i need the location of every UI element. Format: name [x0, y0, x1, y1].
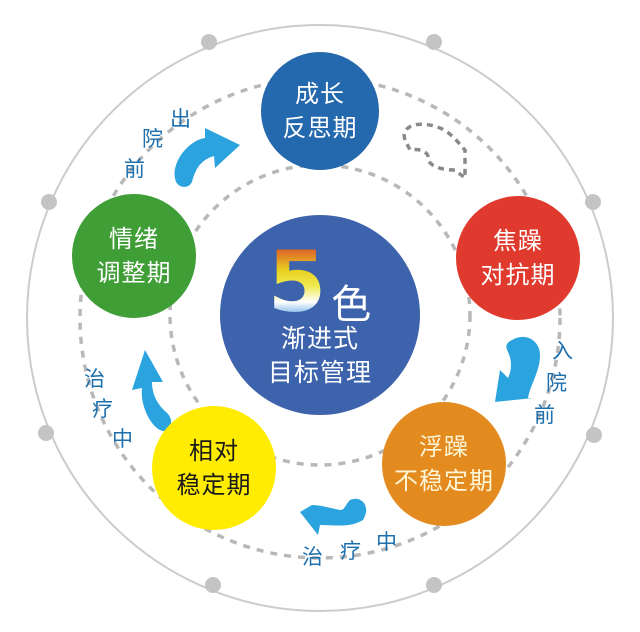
- ring-dots: [38, 34, 602, 593]
- arrow-before-admission-icon: [495, 336, 540, 402]
- arrow-before-discharge-icon: [174, 128, 240, 187]
- label-char: 治: [302, 545, 323, 569]
- stage-line-2: 反思期: [282, 114, 358, 142]
- stage-line-1: 成长: [295, 80, 345, 108]
- stage-line-2: 调整期: [96, 259, 172, 287]
- arrow-treatment-bottom-icon: [300, 498, 367, 535]
- color-char: 色: [331, 282, 373, 328]
- stage-line-2: 不稳定期: [394, 467, 494, 495]
- five-color-heading: 5 色: [267, 233, 373, 331]
- center-goal-circle: 5 色 渐进式 目标管理: [220, 215, 420, 415]
- five-number: 5: [267, 233, 328, 331]
- stage-anxious-confrontation: 焦躁 对抗期: [456, 196, 580, 320]
- stage-growth-reflection: 成长 反思期: [261, 52, 379, 170]
- outer-ring: [26, 24, 614, 612]
- label-char: 疗: [92, 397, 113, 421]
- label-char: 出: [170, 107, 191, 131]
- stage-restless-unstable: 浮躁 不稳定期: [382, 402, 506, 526]
- label-char: 中: [376, 530, 397, 554]
- stage-line-1: 情绪: [109, 225, 159, 253]
- label-char: 治: [84, 367, 105, 391]
- stage-line-1: 浮躁: [419, 433, 469, 461]
- label-char: 前: [124, 157, 145, 181]
- label-char: 前: [534, 403, 555, 427]
- center-line-1: 渐进式: [280, 324, 359, 353]
- label-char: 院: [546, 371, 567, 395]
- stage-line-2: 对抗期: [480, 261, 556, 289]
- label-char: 中: [112, 427, 133, 451]
- label-char: 院: [142, 127, 163, 151]
- label-char: 入: [552, 339, 573, 363]
- outer-dashed-ring: [78, 76, 562, 560]
- stage-line-1: 相对: [189, 437, 239, 465]
- label-char: 疗: [340, 539, 361, 563]
- stage-relatively-stable: 相对 稳定期: [152, 406, 276, 530]
- stage-line-2: 稳定期: [176, 471, 252, 499]
- arrow-treatment-left-icon: [132, 350, 172, 431]
- stage-emotion-adjustment: 情绪 调整期: [72, 194, 196, 318]
- center-line-2: 目标管理: [267, 358, 372, 387]
- stage-line-1: 焦躁: [493, 227, 543, 255]
- dashed-outline-arrow-icon: [402, 122, 467, 182]
